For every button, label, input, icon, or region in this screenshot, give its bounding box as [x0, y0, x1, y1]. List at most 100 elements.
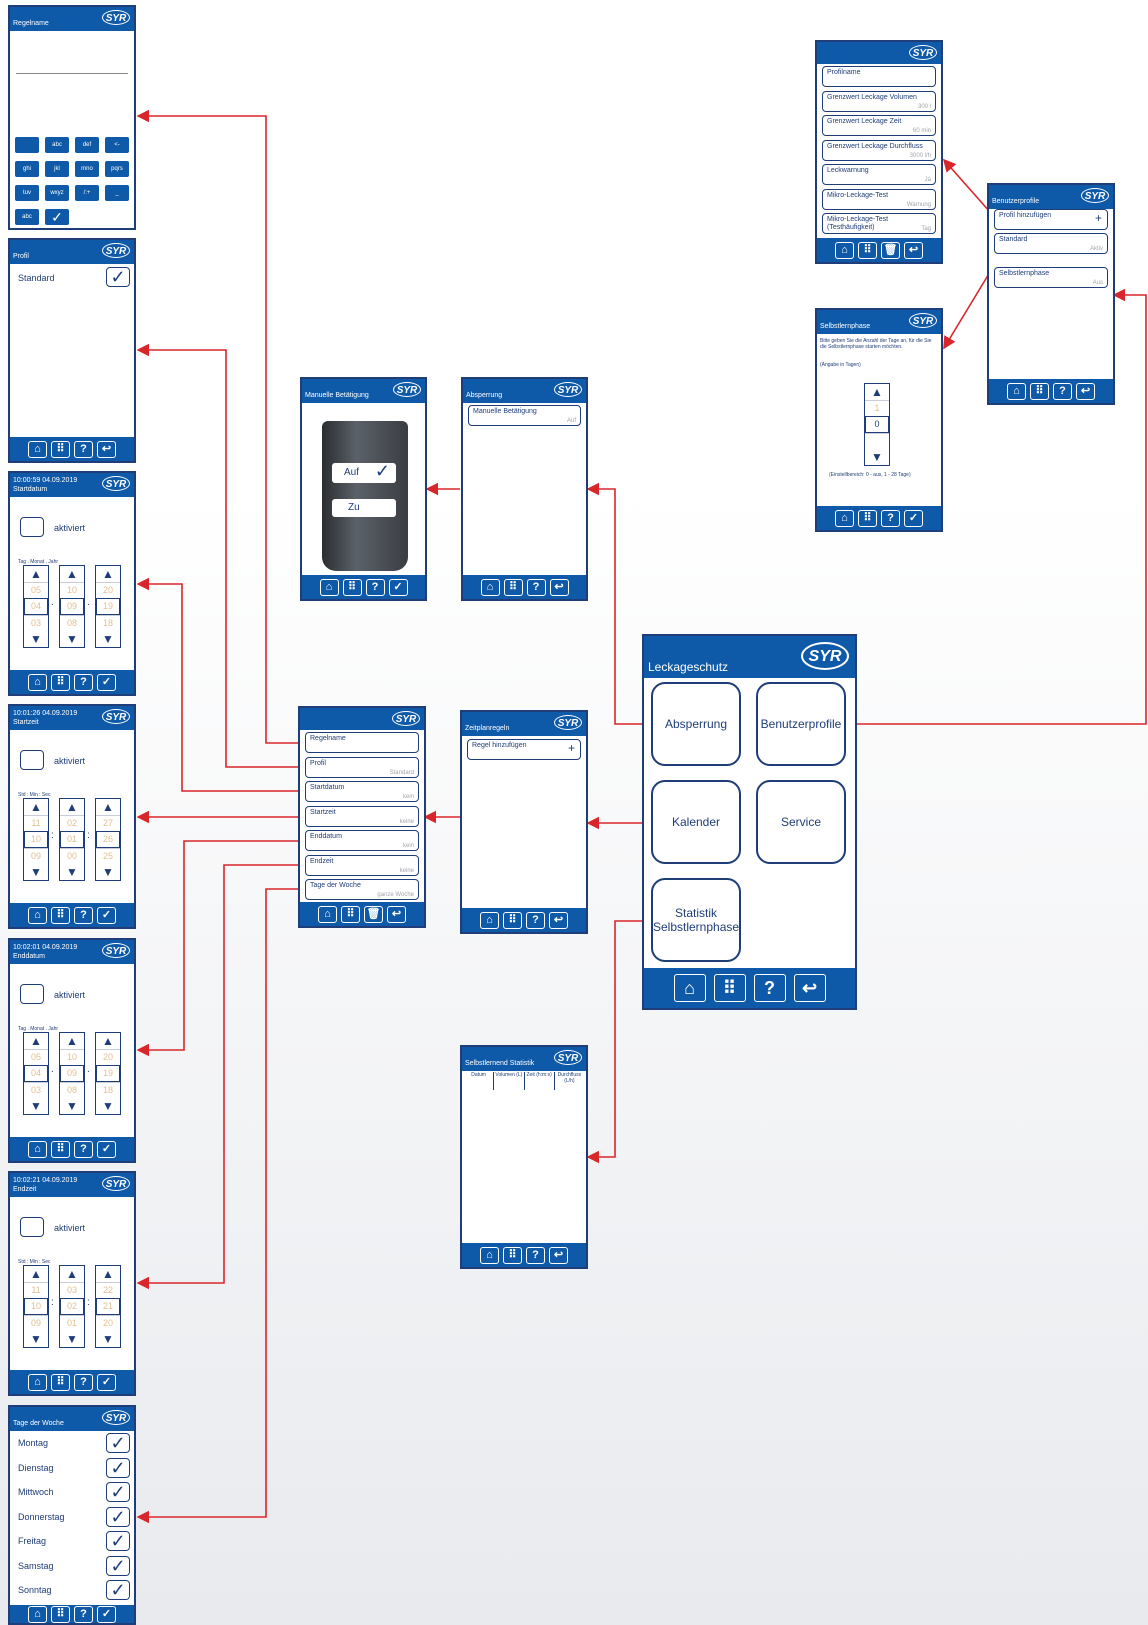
up-arrow-icon[interactable]: ▲ — [66, 567, 78, 581]
check-icon[interactable]: ✓ — [106, 1555, 130, 1576]
service-button[interactable]: Service — [756, 780, 846, 864]
home-icon[interactable]: ⌂ — [480, 578, 500, 596]
trash-icon[interactable]: 🗑 — [364, 905, 383, 923]
down-arrow-icon[interactable]: ▼ — [30, 865, 42, 879]
help-icon[interactable]: ? — [753, 974, 786, 1002]
keyboard-key[interactable]: pqrs — [105, 161, 129, 177]
up-arrow-icon[interactable]: ▲ — [102, 567, 114, 581]
home-icon[interactable]: ⌂ — [835, 241, 854, 259]
menu-icon[interactable]: ⠿ — [51, 673, 70, 691]
check-icon[interactable]: ✓ — [106, 267, 130, 287]
keyboard-key[interactable]: wxyz — [45, 185, 69, 201]
help-icon[interactable]: ? — [526, 578, 546, 596]
help-icon[interactable]: ? — [74, 906, 93, 924]
home-icon[interactable]: ⌂ — [28, 1605, 47, 1623]
menu-icon[interactable]: ⠿ — [503, 911, 522, 929]
down-arrow-icon[interactable]: ▼ — [30, 632, 42, 646]
auf-button[interactable]: Auf ✓ — [332, 461, 396, 483]
check-icon[interactable]: ✓ — [106, 1433, 130, 1453]
home-icon[interactable]: ⌂ — [28, 1140, 47, 1158]
menu-icon[interactable]: ⠿ — [51, 1605, 70, 1623]
menu-icon[interactable]: ⠿ — [503, 578, 523, 596]
keyboard-key[interactable]: /:+ — [75, 185, 99, 201]
down-arrow-icon[interactable]: ▼ — [102, 1099, 114, 1113]
down-arrow-icon[interactable]: ▼ — [66, 865, 78, 879]
trash-icon[interactable]: 🗑 — [881, 241, 900, 259]
check-icon[interactable]: ✓ — [97, 906, 116, 924]
back-icon[interactable]: ↩ — [549, 1246, 568, 1264]
check-icon[interactable]: ✓ — [106, 1531, 130, 1551]
home-icon[interactable]: ⌂ — [480, 1246, 499, 1264]
keyboard-key[interactable]: def — [75, 137, 99, 153]
check-icon[interactable]: ✓ — [106, 1482, 130, 1502]
home-icon[interactable]: ⌂ — [28, 673, 47, 691]
back-icon[interactable]: ↩ — [904, 241, 923, 259]
back-icon[interactable]: ↩ — [387, 905, 406, 923]
home-icon[interactable]: ⌂ — [480, 911, 499, 929]
back-icon[interactable]: ↩ — [549, 578, 569, 596]
help-icon[interactable]: ? — [74, 1373, 93, 1391]
form-field[interactable]: Profilname — [822, 66, 936, 87]
help-icon[interactable]: ? — [881, 509, 900, 527]
back-icon[interactable]: ↩ — [97, 440, 116, 458]
menu-icon[interactable]: ⠿ — [503, 1246, 522, 1264]
down-arrow-icon[interactable]: ▼ — [102, 865, 114, 879]
help-icon[interactable]: ? — [1053, 382, 1072, 400]
down-arrow-icon[interactable]: ▼ — [66, 1099, 78, 1113]
back-icon[interactable]: ↩ — [1076, 382, 1095, 400]
up-arrow-icon[interactable]: ▲ — [30, 1034, 42, 1048]
keyboard-key[interactable]: _ — [105, 185, 129, 201]
keyboard-key[interactable]: abc — [45, 137, 69, 153]
keyboard-key[interactable]: ghi — [15, 161, 39, 177]
up-arrow-icon[interactable]: ▲ — [30, 567, 42, 581]
activate-checkbox[interactable] — [20, 984, 44, 1004]
form-field[interactable]: Regelname — [305, 732, 419, 753]
home-icon[interactable]: ⌂ — [28, 440, 47, 458]
zu-button[interactable]: Zu — [332, 499, 396, 517]
down-arrow-icon[interactable]: ▼ — [102, 632, 114, 646]
check-icon[interactable]: ✓ — [97, 1140, 116, 1158]
check-icon[interactable]: ✓ — [106, 1580, 130, 1600]
menu-icon[interactable]: ⠿ — [858, 509, 877, 527]
activate-checkbox[interactable] — [20, 750, 44, 770]
up-arrow-icon[interactable]: ▲ — [66, 1034, 78, 1048]
menu-icon[interactable]: ⠿ — [51, 1373, 70, 1391]
menu-icon[interactable]: ⠿ — [51, 1140, 70, 1158]
menu-icon[interactable]: ⠿ — [341, 905, 360, 923]
activate-checkbox[interactable] — [20, 517, 44, 537]
menu-icon[interactable]: ⠿ — [858, 241, 877, 259]
keyboard-key[interactable]: abc — [15, 209, 39, 225]
down-arrow-icon[interactable]: ▼ — [66, 1332, 78, 1346]
up-arrow-icon[interactable]: ▲ — [102, 1034, 114, 1048]
help-icon[interactable]: ? — [526, 911, 545, 929]
keyboard-key[interactable]: ✓ — [45, 209, 69, 225]
down-arrow-icon[interactable]: ▼ — [66, 632, 78, 646]
up-arrow-icon[interactable]: ▲ — [66, 1267, 78, 1281]
check-icon[interactable]: ✓ — [97, 1605, 116, 1623]
form-field[interactable]: Mikro-Leckage-Test (Testhäufigkeit)Tag — [822, 213, 936, 234]
menu-icon[interactable]: ⠿ — [1030, 382, 1049, 400]
menu-icon[interactable]: ⠿ — [51, 906, 70, 924]
keyboard-key[interactable]: tuv — [15, 185, 39, 201]
menu-icon[interactable]: ⠿ — [342, 578, 362, 596]
